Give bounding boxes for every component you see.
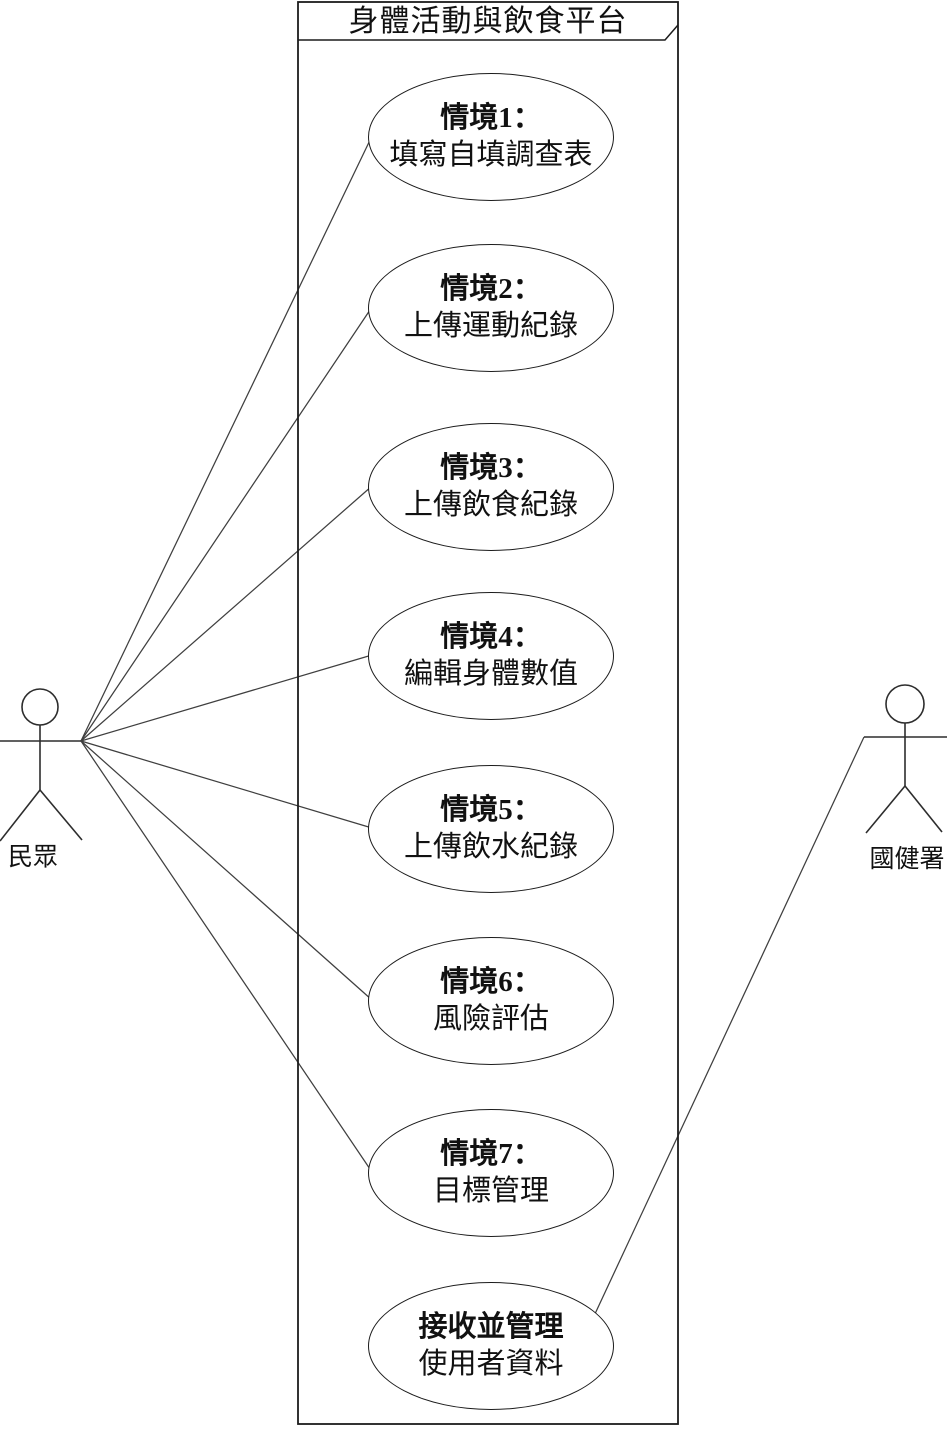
association-line bbox=[80, 135, 373, 742]
system-boundary-title: 身體活動與飲食平台 bbox=[348, 5, 628, 38]
actor-leg-right bbox=[904, 785, 943, 833]
use-case-subtitle: 上傳運動紀錄 bbox=[403, 310, 578, 342]
actor-public-label: 民眾 bbox=[7, 844, 58, 871]
association-line bbox=[80, 740, 373, 829]
association-line bbox=[593, 736, 865, 1317]
use-case-1: 情境1： 填寫自填調查表 bbox=[368, 73, 614, 201]
use-case-subtitle: 上傳飲水紀錄 bbox=[403, 831, 578, 863]
use-case-title: 情境5： bbox=[440, 794, 542, 826]
use-case-subtitle: 填寫自填調查表 bbox=[389, 139, 593, 171]
actor-leg-left bbox=[865, 785, 906, 834]
use-case-subtitle: 編輯身體數值 bbox=[403, 658, 578, 690]
use-case-3: 情境3： 上傳飲食紀錄 bbox=[368, 423, 614, 551]
use-case-title: 情境7： bbox=[440, 1138, 542, 1170]
association-line bbox=[80, 740, 373, 1173]
association-line bbox=[80, 654, 373, 742]
use-case-5: 情境5： 上傳飲水紀錄 bbox=[368, 765, 614, 893]
system-boundary-title-separator bbox=[298, 24, 679, 41]
actor-leg-right bbox=[39, 789, 83, 841]
system-boundary bbox=[297, 1, 679, 1425]
use-case-6: 情境6： 風險評估 bbox=[368, 937, 614, 1065]
use-case-title: 情境1： bbox=[440, 102, 542, 134]
actor-leg-left bbox=[0, 789, 41, 842]
use-case-title: 情境6： bbox=[440, 966, 542, 998]
use-case-subtitle: 使用者資料 bbox=[418, 1348, 564, 1380]
use-case-7: 情境7： 目標管理 bbox=[368, 1109, 614, 1237]
actor-hpa-label: 國健署 bbox=[869, 846, 945, 873]
use-case-subtitle: 上傳飲食紀錄 bbox=[403, 489, 578, 521]
use-case-title: 情境3： bbox=[440, 452, 542, 484]
association-line bbox=[80, 306, 373, 742]
actor-public-figure bbox=[0, 688, 83, 842]
use-case-title: 情境4： bbox=[440, 621, 542, 653]
actor-head bbox=[885, 684, 925, 724]
use-case-2: 情境2： 上傳運動紀錄 bbox=[368, 244, 614, 372]
use-case-subtitle: 風險評估 bbox=[432, 1003, 549, 1035]
use-case-4: 情境4： 編輯身體數值 bbox=[368, 592, 614, 720]
association-line bbox=[80, 485, 373, 742]
actor-head bbox=[21, 688, 59, 726]
use-case-title: 情境2： bbox=[440, 273, 542, 305]
use-case-title: 接收並管理 bbox=[418, 1311, 564, 1343]
use-case-8: 接收並管理 使用者資料 bbox=[368, 1282, 614, 1410]
actor-hpa-figure bbox=[864, 684, 947, 834]
use-case-subtitle: 目標管理 bbox=[432, 1175, 549, 1207]
association-line bbox=[80, 740, 373, 1001]
